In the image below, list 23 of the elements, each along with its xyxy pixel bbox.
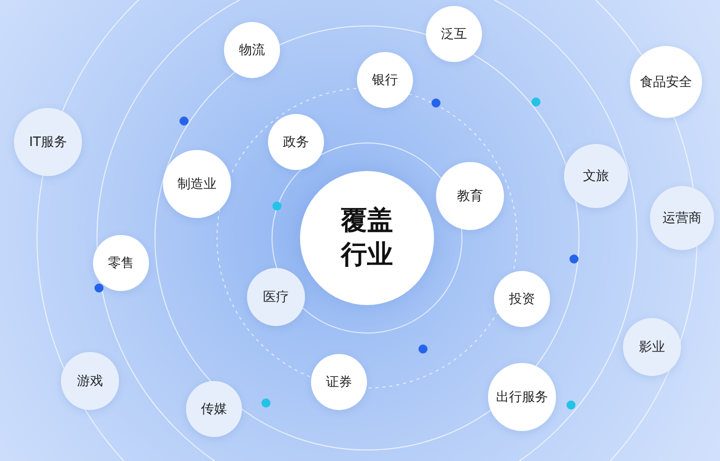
center-title: 覆盖行业 [340,205,394,272]
industry-label: IT服务 [29,134,67,151]
industry-circle [623,318,681,376]
industry-label: 政务 [283,134,309,151]
industry-label: 泛互 [441,26,467,43]
industry-circle [488,363,556,431]
industry-label: 运营商 [662,210,702,227]
industry-label: 教育 [457,188,483,205]
industry-label: 制造业 [178,176,216,193]
industry-label: 投资 [509,291,535,308]
industry-label: 文旅 [583,168,609,185]
industry-label: 食品安全 [640,74,692,91]
industry-circle [564,144,628,208]
industry-label: 出行服务 [496,389,548,406]
industry-label: 物流 [239,42,265,59]
industry-label: 银行 [372,72,398,89]
industry-label: 影业 [639,339,665,356]
industry-label: 传媒 [201,401,227,418]
industry-label: 游戏 [77,373,103,390]
industry-label: 医疗 [263,289,289,306]
industry-label: 零售 [108,255,134,272]
industry-circle [247,268,305,326]
industry-label: 证券 [326,374,352,391]
